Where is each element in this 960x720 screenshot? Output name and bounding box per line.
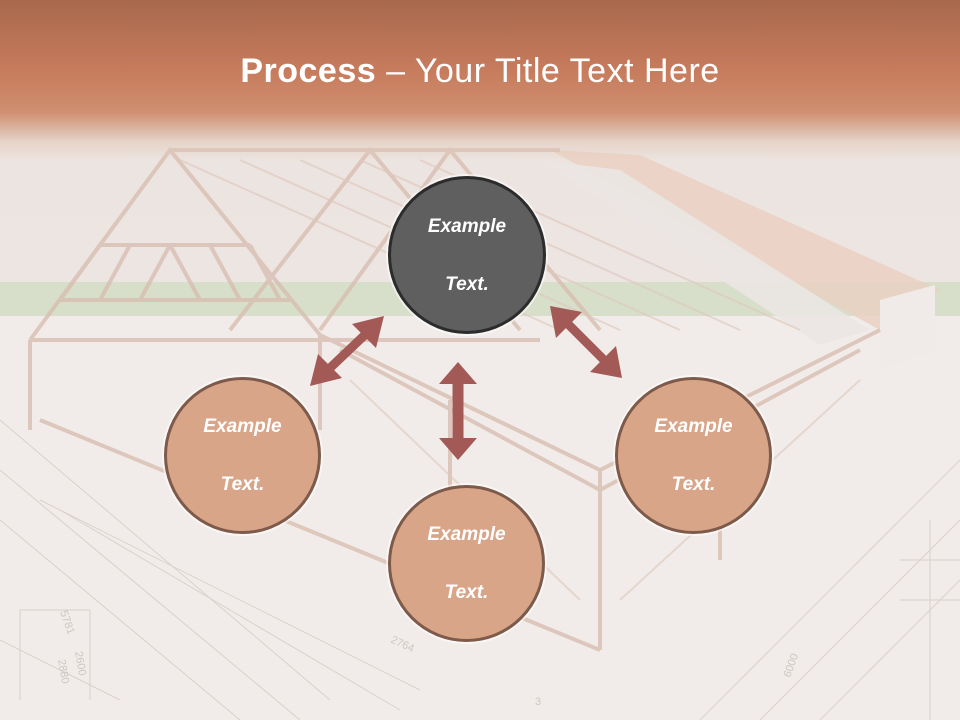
svg-text:2880: 2880	[55, 658, 71, 684]
node-bottom-line1: Example	[427, 524, 506, 545]
title-rest: – Your Title Text Here	[376, 52, 720, 90]
svg-text:2600: 2600	[72, 650, 88, 676]
building-wall	[880, 285, 935, 370]
node-left-line2: Text.	[220, 474, 265, 495]
node-bottom-line2: Text.	[444, 582, 489, 603]
roof-sheeting	[540, 160, 870, 345]
arrow-center-left	[310, 316, 384, 386]
arrow-center-bottom	[439, 362, 477, 460]
arrow-center-right	[550, 306, 622, 378]
node-right-line2: Text.	[671, 474, 716, 495]
title-band	[0, 0, 960, 160]
node-center-line1: Example	[427, 215, 507, 237]
blueprint-lines	[0, 419, 960, 720]
node-right-line1: Example	[654, 416, 733, 437]
node-center-line2: Text.	[445, 273, 489, 295]
node-left-line1: Example	[203, 416, 282, 437]
slide-title[interactable]: Process – Your Title Text Here	[0, 52, 960, 91]
title-bold: Process	[240, 52, 377, 90]
svg-text:3: 3	[535, 696, 541, 708]
